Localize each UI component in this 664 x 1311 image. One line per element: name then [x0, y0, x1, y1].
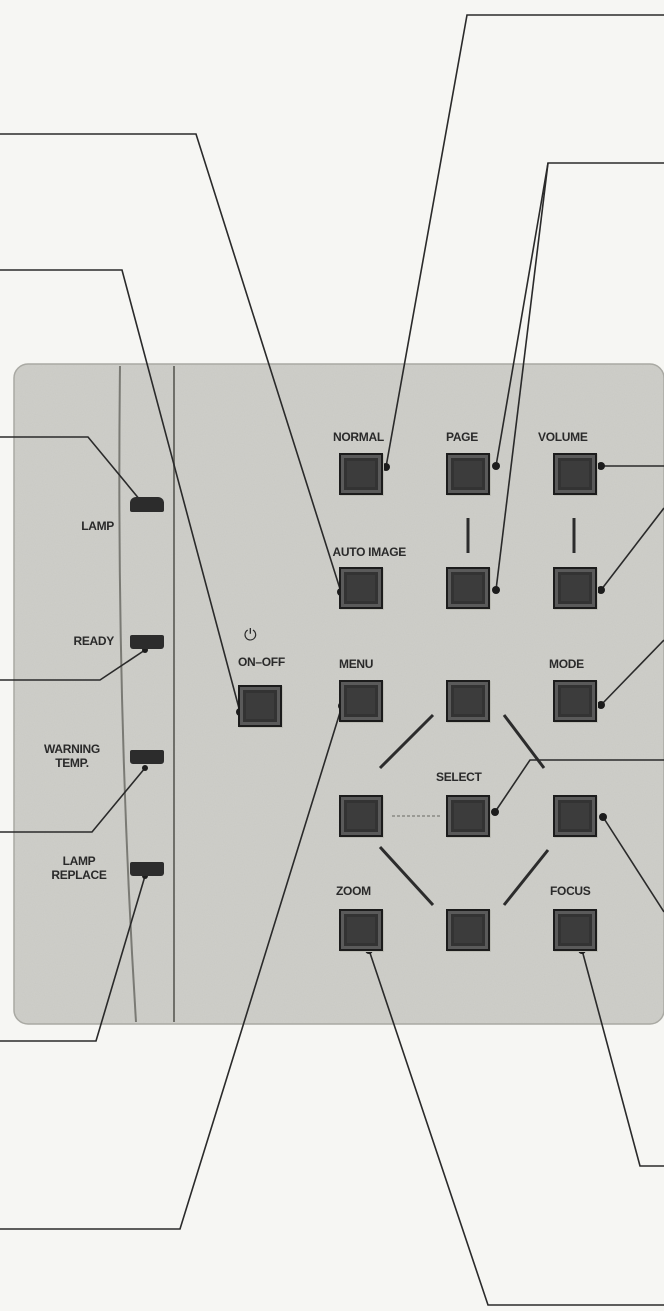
zoom-button[interactable] — [339, 909, 383, 951]
callout-lines — [0, 14, 664, 1306]
callout-lamp-replace — [0, 875, 146, 1042]
select-button[interactable] — [446, 795, 490, 837]
lamp-replace-label-line2: REPLACE — [51, 868, 107, 882]
direction-pad-connectors — [378, 518, 576, 907]
callout-volume-down — [600, 507, 664, 591]
auto-image-label: AUTO IMAGE — [332, 546, 406, 559]
page-down-button[interactable] — [446, 567, 490, 609]
menu-label: MENU — [339, 657, 374, 671]
warning-temp-label-line2: TEMP. — [55, 756, 89, 770]
select-label: SELECT — [436, 770, 482, 784]
menu-button[interactable] — [339, 680, 383, 722]
ready-label: READY — [73, 634, 114, 648]
on-off-button[interactable] — [238, 685, 282, 727]
mode-label: MODE — [549, 657, 584, 671]
callout-page-down — [495, 162, 549, 591]
right-button[interactable] — [553, 795, 597, 837]
left-button[interactable] — [339, 795, 383, 837]
callout-lamp — [0, 436, 146, 507]
normal-label: NORMAL — [333, 431, 384, 444]
zoom-label: ZOOM — [336, 884, 371, 898]
callout-focus — [581, 949, 664, 1167]
callout-menu — [0, 705, 343, 1230]
lamp-replace-indicator — [130, 862, 164, 876]
ready-indicator — [130, 635, 164, 649]
up-button[interactable] — [446, 680, 490, 722]
volume-label: VOLUME — [538, 430, 588, 444]
callout-auto-image — [0, 133, 342, 593]
mode-button[interactable] — [553, 680, 597, 722]
focus-button[interactable] — [553, 909, 597, 951]
focus-label: FOCUS — [550, 884, 591, 898]
callout-zoom — [368, 949, 664, 1306]
lamp-replace-label-line1: LAMP — [62, 854, 96, 868]
callout-on-off — [0, 269, 241, 713]
lamp-indicator — [130, 497, 164, 512]
warning-temp-indicator — [130, 750, 164, 764]
callout-right — [602, 816, 664, 913]
volume-down-button[interactable] — [553, 567, 597, 609]
volume-up-button[interactable] — [553, 453, 597, 495]
page-label: PAGE — [446, 430, 478, 444]
callout-normal — [385, 14, 664, 468]
warning-temp-label-line1: WARNING — [44, 742, 100, 756]
callout-select — [494, 759, 664, 813]
lamp-label: LAMP — [81, 519, 114, 533]
normal-button[interactable] — [339, 453, 383, 495]
down-button[interactable] — [446, 909, 490, 951]
on-off-label: ON–OFF — [238, 655, 285, 669]
callout-ready — [0, 649, 146, 681]
callout-warning-temp — [0, 767, 146, 833]
page-up-button[interactable] — [446, 453, 490, 495]
auto-image-button[interactable] — [339, 567, 383, 609]
callout-mode — [600, 639, 664, 706]
power-symbol-icon: ⏻ — [244, 625, 257, 644]
